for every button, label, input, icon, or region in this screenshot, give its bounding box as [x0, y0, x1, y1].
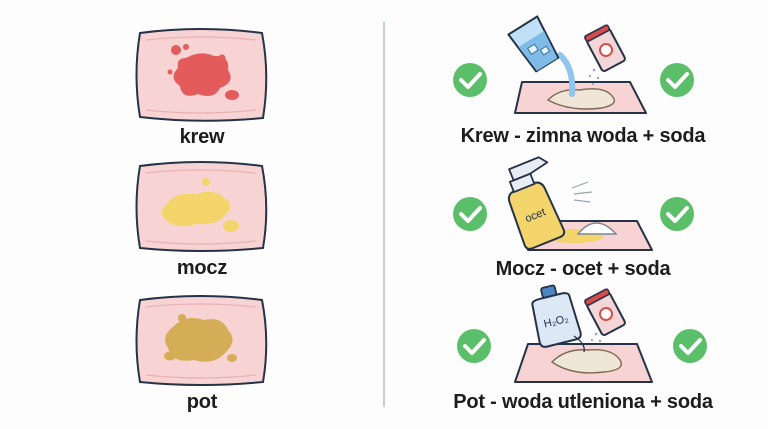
- stain-label-blood: krew: [179, 126, 225, 148]
- stain-label-urine: mocz: [176, 257, 228, 279]
- remedy-label-sweat: Pot - woda utleniona + soda: [453, 391, 713, 413]
- cold-water-remedy-scene: [507, 15, 647, 114]
- peroxide-bottle-label: H₂O₂: [543, 313, 570, 331]
- blood-stained-cloth: [135, 28, 268, 122]
- spray-bottle-icon: ocet: [507, 156, 566, 250]
- blood-stain: [167, 44, 239, 100]
- sweat-stain: [164, 314, 237, 362]
- remedy-label-urine: Mocz - ocet + soda: [495, 258, 671, 280]
- check-circle-icon: [457, 329, 491, 363]
- check-circle-icon: [673, 329, 707, 363]
- stain-label-sweat: pot: [186, 391, 218, 413]
- water-glass-icon: [507, 15, 560, 73]
- check-circle-icon: [453, 197, 487, 231]
- urine-stained-cloth: [135, 161, 268, 252]
- soda-paste: [546, 88, 616, 110]
- column-divider: [383, 22, 385, 407]
- soda-paste: [550, 349, 622, 374]
- soda-pile: [576, 222, 618, 235]
- check-circle-icon: [660, 63, 694, 97]
- check-circle-icon: [660, 197, 694, 231]
- sweat-stained-cloth: [135, 295, 268, 386]
- check-circle-icon: [453, 63, 487, 97]
- peroxide-bottle-icon: H₂O₂: [531, 284, 582, 348]
- urine-stain: [161, 178, 239, 232]
- remedy-label-blood: Krew - zimna woda + soda: [460, 125, 706, 147]
- peroxide-remedy-scene: H₂O₂: [514, 284, 653, 383]
- soda-can-icon: [584, 24, 626, 72]
- soda-can-icon: [584, 288, 626, 336]
- vinegar-remedy-scene: ocet: [507, 156, 653, 251]
